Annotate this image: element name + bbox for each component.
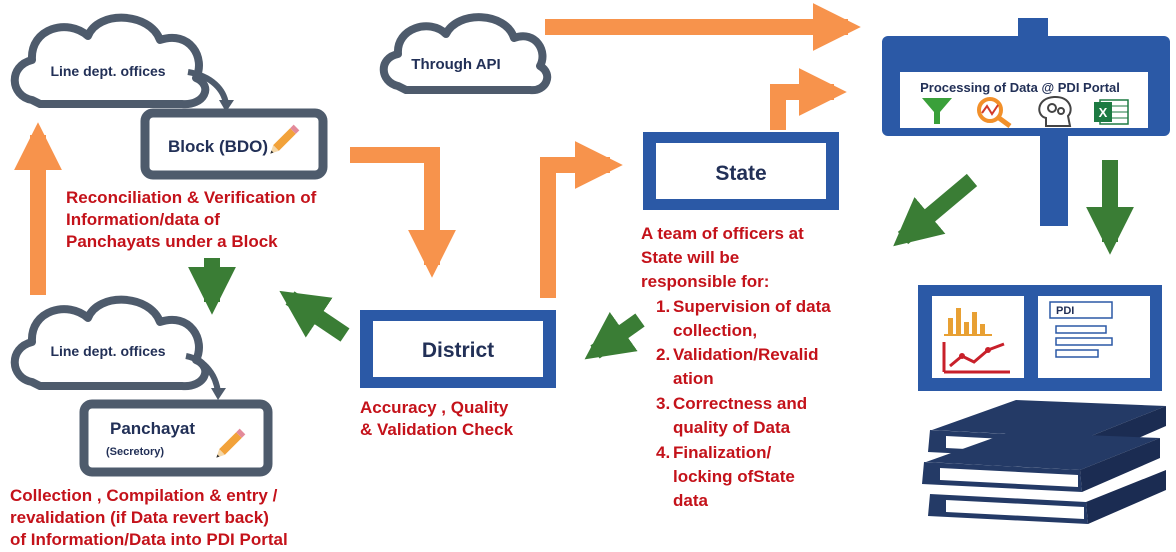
state-list-line: quality of Data	[673, 418, 791, 437]
panchayat-label: Panchayat	[110, 419, 195, 438]
district-note-line: & Validation Check	[360, 420, 514, 439]
cloud-label-top: Line dept. offices	[50, 63, 165, 79]
panchayat-note-line: of Information/Data into PDI Portal	[10, 530, 288, 549]
arrow-state-to-portal	[770, 68, 847, 130]
curved-arrow-head-2	[211, 388, 226, 400]
state-list-num: 3.	[656, 394, 670, 413]
state-list-line: locking ofState	[673, 467, 795, 486]
state-list-line: data	[673, 491, 709, 510]
panchayat-note-line: revalidation (if Data revert back)	[10, 508, 269, 527]
green-arrows	[188, 160, 1134, 360]
state-box: State	[643, 132, 839, 210]
block-note-line: Information/data of	[66, 210, 220, 229]
arrow-portal-to-state	[893, 173, 978, 247]
state-list-num: 4.	[656, 443, 670, 462]
orange-arrows	[13, 3, 861, 298]
state-list-line: collection,	[673, 321, 757, 340]
cloud-through-api: Through API	[379, 13, 552, 95]
portal-signboard: Processing of Data @ PDI Portal X	[882, 18, 1170, 226]
state-note-intro: responsible for:	[641, 272, 769, 291]
excel-icon: X	[1094, 99, 1129, 125]
report-board: PDI	[918, 285, 1162, 391]
panchayat-sublabel: (Secretory)	[106, 446, 164, 458]
district-box: District	[360, 310, 556, 388]
state-list-line: Validation/Revalid	[673, 345, 819, 364]
funnel-icon	[922, 98, 952, 124]
excel-letter: X	[1099, 105, 1108, 120]
state-note-intro: State will be	[641, 248, 739, 267]
district-note: Accuracy , Quality & Validation Check	[360, 398, 514, 439]
curved-arrow-head	[219, 100, 234, 112]
book-stack-icon	[922, 400, 1166, 524]
cloud-label-api: Through API	[411, 56, 500, 73]
state-list-line: Correctness and	[673, 394, 807, 413]
pencil-icon-2	[216, 428, 246, 458]
district-label: District	[422, 339, 494, 362]
panchayat-note: Collection , Compilation & entry / reval…	[10, 486, 288, 549]
state-label: State	[715, 162, 766, 185]
block-note-line: Panchayats under a Block	[66, 232, 278, 251]
curved-arrow-cloud-to-panchayat	[185, 353, 221, 393]
line-chart-icon	[942, 342, 1010, 374]
block-box: Block (BDO)	[140, 108, 328, 180]
arrow-district-to-state	[540, 141, 623, 298]
magnifier-chart-icon	[977, 97, 1012, 129]
cloud-line-dept-bottom: Line dept. offices	[10, 295, 210, 391]
state-note-intro: A team of officers at	[641, 224, 804, 243]
arrow-block-to-district	[350, 147, 456, 278]
district-note-line: Accuracy , Quality	[360, 398, 509, 417]
head-gears-icon	[1038, 95, 1072, 127]
panchayat-note-line: Collection , Compilation & entry /	[10, 486, 278, 505]
pencil-icon	[270, 124, 300, 154]
panchayat-box: Panchayat (Secretory)	[79, 399, 273, 477]
state-note: A team of officers at State will be resp…	[641, 224, 831, 510]
block-note: Reconciliation & Verification of Informa…	[66, 188, 317, 251]
block-note-line: Reconciliation & Verification of	[66, 188, 317, 207]
portal-title: Processing of Data @ PDI Portal	[920, 80, 1120, 95]
state-list-line: Finalization/	[673, 443, 772, 462]
state-list-num: 2.	[656, 345, 670, 364]
state-list-num: 1.	[656, 297, 670, 316]
arrow-district-to-block	[279, 290, 350, 342]
state-list-line: ation	[673, 369, 714, 388]
block-label: Block (BDO)	[168, 137, 268, 156]
cloud-label-bottom: Line dept. offices	[50, 343, 165, 359]
arrow-state-to-district	[584, 312, 645, 360]
form-icon: PDI	[1049, 301, 1113, 358]
cloud-line-dept-top: Line dept. offices	[10, 13, 210, 109]
bar-chart-icon	[944, 308, 992, 336]
state-list-line: Supervision of data	[673, 297, 831, 316]
report-label: PDI	[1056, 305, 1074, 317]
